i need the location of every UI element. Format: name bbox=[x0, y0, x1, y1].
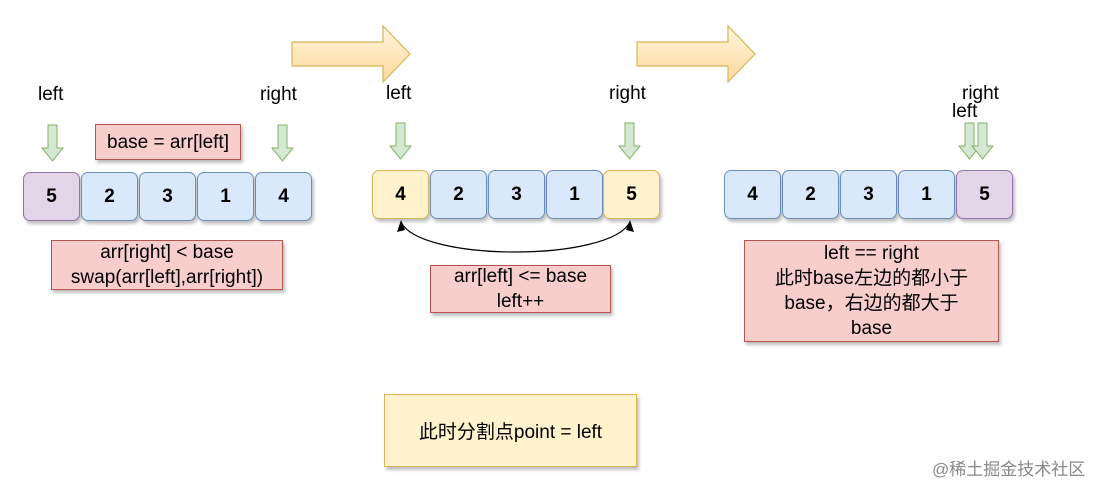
array-3-cell: 4 bbox=[724, 170, 781, 219]
array-2-cell: 3 bbox=[488, 170, 545, 219]
base-assign-note: base = arr[left] bbox=[95, 124, 241, 160]
step-3-line-3: base，右边的都大于 bbox=[784, 293, 959, 314]
right-pointer-arrow-1 bbox=[270, 124, 295, 162]
step-3-line-4: base bbox=[850, 318, 893, 339]
array-3-cell: 3 bbox=[840, 170, 897, 219]
step-2-note: arr[left] <= base left++ bbox=[430, 265, 611, 313]
step-3-note: left == right 此时base左边的都小于 base，右边的都大于 b… bbox=[744, 240, 999, 342]
step-1-line-2: swap(arr[left],arr[right]) bbox=[70, 267, 264, 288]
right-label-1: right bbox=[260, 84, 297, 105]
right-label-2: right bbox=[609, 83, 646, 104]
left-pointer-arrow-3 bbox=[957, 122, 982, 160]
step-3-line-1: left == right bbox=[823, 243, 920, 264]
array-2-cell: 1 bbox=[546, 170, 603, 219]
step-3-line-2: 此时base左边的都小于 bbox=[774, 268, 969, 289]
array-1-cell: 5 bbox=[23, 172, 80, 221]
left-label-2: left bbox=[386, 83, 412, 104]
array-2-cell: 4 bbox=[372, 170, 429, 219]
watermark: @稀土掘金技术社区 bbox=[932, 460, 1086, 479]
left-pointer-arrow-2 bbox=[388, 122, 413, 160]
right-label-3: right bbox=[962, 83, 999, 104]
left-label-1: left bbox=[38, 84, 64, 105]
right-pointer-arrow-2 bbox=[617, 122, 642, 160]
step-1-note: arr[right] < base swap(arr[left],arr[rig… bbox=[51, 240, 283, 290]
array-2-cell: 2 bbox=[430, 170, 487, 219]
swap-curve-head-left bbox=[397, 220, 405, 232]
array-1-cell: 2 bbox=[81, 172, 138, 221]
partition-text: 此时分割点point = left bbox=[418, 422, 603, 443]
step-arrow-2 bbox=[636, 24, 756, 84]
array-3-cell: 5 bbox=[956, 170, 1013, 219]
step-2-line-2: left++ bbox=[496, 291, 545, 312]
array-1-cell: 3 bbox=[139, 172, 196, 221]
step-1-line-1: arr[right] < base bbox=[100, 242, 234, 263]
array-1-cell: 4 bbox=[255, 172, 312, 221]
array-3-cell: 2 bbox=[782, 170, 839, 219]
left-label-3: left bbox=[952, 101, 978, 122]
array-2-cell: 5 bbox=[603, 170, 660, 219]
array-1-cell: 1 bbox=[197, 172, 254, 221]
partition-note: 此时分割点point = left bbox=[384, 394, 637, 467]
right-pointer-arrow-3 bbox=[970, 122, 995, 160]
array-3-cell: 1 bbox=[898, 170, 955, 219]
left-pointer-arrow-1 bbox=[40, 124, 65, 162]
swap-curve-arrow bbox=[400, 221, 631, 253]
step-arrow-1 bbox=[291, 24, 411, 84]
step-2-line-1: arr[left] <= base bbox=[453, 266, 588, 287]
swap-curve-head-right bbox=[626, 220, 634, 232]
base-assign-text: base = arr[left] bbox=[107, 131, 229, 153]
